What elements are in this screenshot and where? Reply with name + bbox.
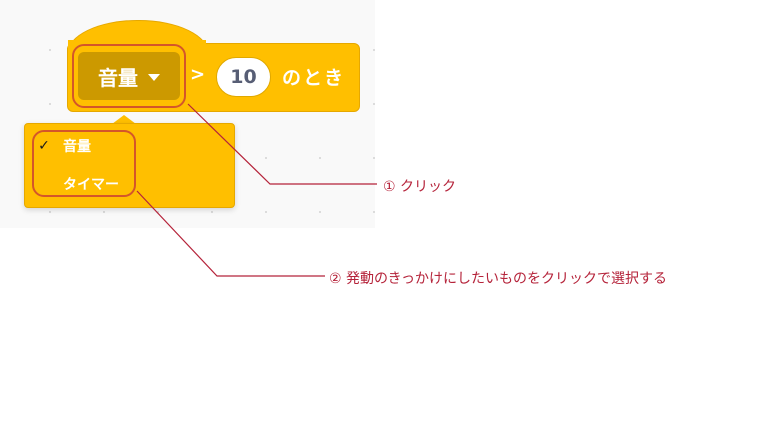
dropdown-caret-icon (148, 73, 160, 81)
threshold-value: 10 (230, 66, 257, 88)
dropdown-highlight-outline (72, 44, 186, 108)
callout-step-1: ① クリック (383, 179, 457, 195)
menu-item-label: タイマー (63, 177, 119, 193)
menu-item-label: 音量 (63, 139, 91, 155)
checkmark-icon: ✓ (38, 138, 50, 154)
menu-item-timer[interactable]: タイマー (25, 170, 165, 198)
sensor-dropdown[interactable]: 音量 (78, 52, 180, 100)
block-suffix-label: のとき (282, 67, 346, 89)
sensor-dropdown-value: 音量 (98, 65, 138, 90)
menu-item-volume[interactable]: ✓ 音量 (25, 132, 165, 160)
threshold-number-input[interactable]: 10 (216, 57, 271, 97)
operator-label: > (190, 64, 206, 85)
menu-pointer (112, 115, 136, 124)
menu-options-highlight-outline (32, 130, 136, 197)
callout-step-2: ② 発動のきっかけにしたいものをクリックで選択する (329, 271, 668, 287)
